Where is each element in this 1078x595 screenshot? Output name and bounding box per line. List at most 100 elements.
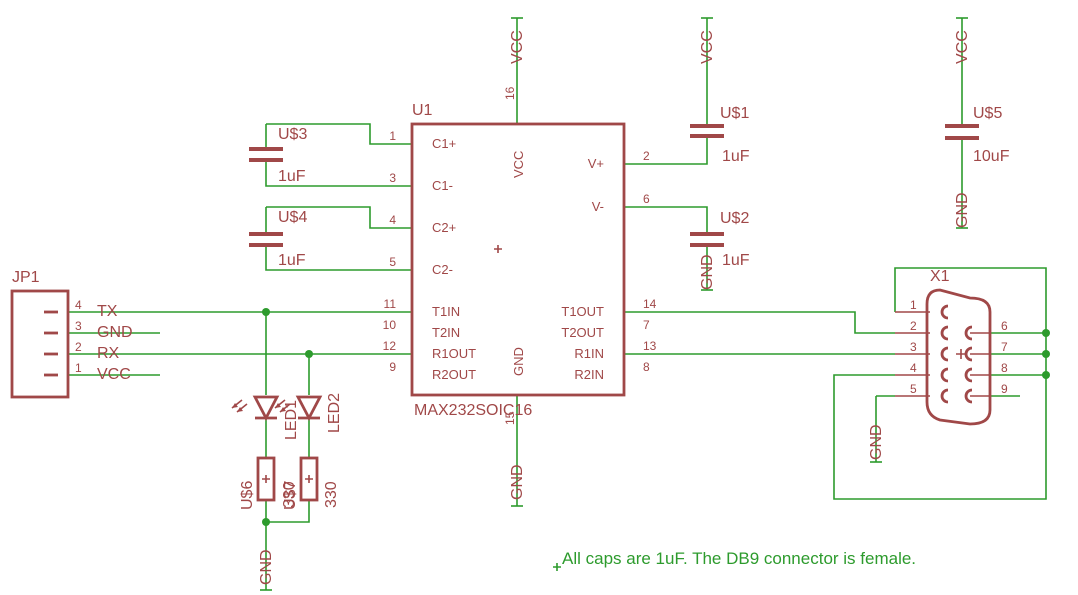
us7-value: 330 [323,481,340,508]
u1-pin-number: 9 [389,360,396,374]
x1-socket [940,304,949,320]
u1-pin-number: 14 [643,297,657,311]
led-2: LED2 [274,393,343,433]
jp1-name: JP1 [12,269,40,286]
u1-pin-label: R1IN [574,346,604,361]
jp1-pin-label: GND [97,324,133,341]
junction-dot [262,518,270,526]
u1-pin-label: T2OUT [561,325,604,340]
gnd-label: GND [699,254,716,290]
vcc-label: VCC [509,30,526,64]
u1-pin-label: C2+ [432,220,456,235]
u1-pin-number: 10 [383,318,397,332]
x1-pin-number: 8 [1001,361,1008,375]
u1-pin-label: R2OUT [432,367,476,382]
x1-socket [964,346,973,362]
u1-pin-label: R2IN [574,367,604,382]
junction-dot [1042,329,1050,337]
jp1-pin-label: TX [97,303,118,320]
gnd-label: GND [258,549,275,585]
us5-value: 10uF [973,148,1010,165]
u1-pin-number: 2 [643,149,650,163]
u1-pin-number: 8 [643,360,650,374]
u1-gnd-pin-label: GND [511,347,526,376]
u1-pin-number: 5 [389,255,396,269]
u1-pin-label: V- [592,199,604,214]
junction-dot [262,308,270,316]
u1-pin-label: V+ [588,156,604,171]
x1-pin-number: 9 [1001,382,1008,396]
us5-name: U$5 [973,105,1002,122]
junction-dot [1042,350,1050,358]
note: All caps are 1uF. The DB9 connector is f… [553,549,916,571]
led1-name: LED1 [283,400,300,440]
u1-pin-label: C1+ [432,136,456,151]
u1-left-pins: C1+1C1-3C2+4C2-5T1IN11T2IN10R1OUT12R2OUT… [383,129,476,382]
u1-name: U1 [412,102,433,119]
u1-pin-label: R1OUT [432,346,476,361]
u1-pin-number: 6 [643,192,650,206]
u1-pin-label: T1OUT [561,304,604,319]
us2-name: U$2 [720,210,749,227]
junctions [262,308,1050,526]
junction-dot [1042,371,1050,379]
u1-value: MAX232SOIC16 [414,402,532,419]
us1-name: U$1 [720,105,749,122]
note-text: All caps are 1uF. The DB9 connector is f… [562,549,916,568]
junction-dot [305,350,313,358]
x1-pin-number: 4 [910,361,917,375]
cap-us1: U$1 1uF [690,105,750,165]
wires [68,18,1047,590]
x1-pin-number: 2 [910,319,917,333]
cap-us3: U$3 1uF [249,126,307,185]
x1-socket [964,325,973,341]
u1-pin-number: 13 [643,339,657,353]
u1-pin-number: 7 [643,318,650,332]
resistor-us6: U$6 330 [239,456,298,510]
cap-us4: U$4 1uF [249,209,307,269]
cap-us5: U$5 10uF [945,105,1010,165]
gnd-label: GND [954,192,971,228]
x1-pin-number: 1 [910,298,917,312]
u1-pin-label: C1- [432,178,453,193]
jp1-pin-label: VCC [97,366,131,383]
x1-name: X1 [930,268,950,285]
u1-pin-number: 11 [384,297,397,311]
resistor-us7: U$7 330 [282,456,340,510]
u1-pin-label: T1IN [432,304,460,319]
x1-socket [940,367,949,383]
jp1-pin-number: 3 [75,319,82,333]
x1-socket [964,367,973,383]
led2-name: LED2 [326,393,343,433]
x1-socket [964,388,973,404]
u1-pin-label: T2IN [432,325,460,340]
u1-pin-number: 4 [389,213,396,227]
cap-us2: U$2 1uF [690,210,750,269]
jp1-pin-number: 4 [75,298,82,312]
us6-value: 330 [281,481,298,508]
us6-name: U$6 [239,481,256,510]
us7-name: U$7 [282,481,299,510]
x1-pin-number: 3 [910,340,917,354]
us2-value: 1uF [722,252,750,269]
u1-gnd-pin-number: 15 [503,411,517,425]
us4-value: 1uF [278,252,306,269]
vcc-label: VCC [699,30,716,64]
jp1-pin-number: 2 [75,340,82,354]
x1-socket [940,346,949,362]
u1-vcc-pin-label: VCC [511,151,526,178]
supply-labels: VCC VCC VCC GND GND GND GND GND [258,17,971,591]
led-1: LED1 [231,395,300,440]
u1-pin-number: 12 [383,339,397,353]
us3-value: 1uF [278,168,306,185]
u1-pin-number: 3 [389,171,396,185]
ic-max232: U1 MAX232SOIC16 VCC 16 GND 15 C1+1C1-3C2… [383,86,657,425]
u1-pin-label: C2- [432,262,453,277]
